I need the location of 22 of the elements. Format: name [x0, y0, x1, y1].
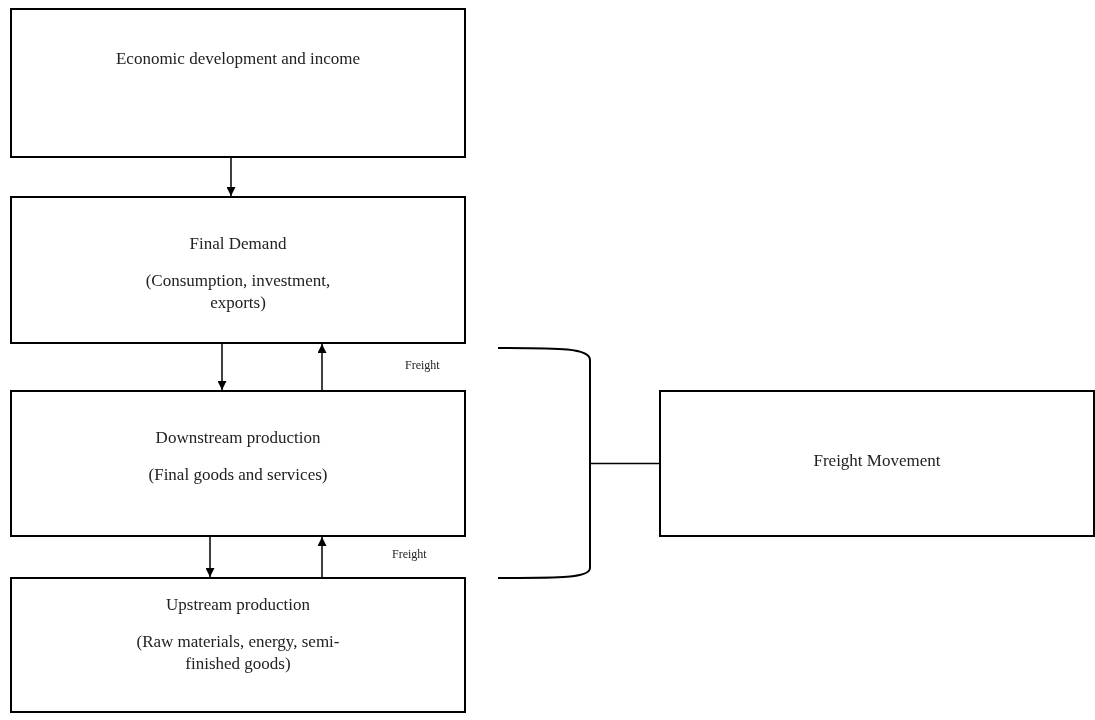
- box-title: Downstream production: [155, 427, 321, 449]
- process-box: [10, 196, 466, 344]
- bracket: [497, 347, 591, 579]
- freight-label: Freight: [405, 358, 440, 373]
- process-box: [10, 390, 466, 537]
- box-subtitle: (Final goods and services): [148, 464, 328, 486]
- arrow: [226, 157, 236, 197]
- arrow: [317, 536, 327, 578]
- process-box: [659, 390, 1095, 537]
- process-box: [10, 8, 466, 158]
- box-subtitle: (Raw materials, energy, semi-finished goods): [135, 631, 341, 675]
- box-title: Upstream production: [166, 594, 310, 616]
- box-title: Final Demand: [189, 233, 287, 255]
- arrow: [217, 343, 227, 391]
- arrow: [317, 343, 327, 391]
- box-title: Freight Movement: [813, 450, 941, 472]
- connector-line: [589, 462, 660, 465]
- box-title: Economic development and income: [115, 48, 361, 70]
- box-subtitle: (Consumption, investment, exports): [144, 270, 332, 314]
- arrow: [205, 536, 215, 578]
- process-box: [10, 577, 466, 713]
- freight-label: Freight: [392, 547, 427, 562]
